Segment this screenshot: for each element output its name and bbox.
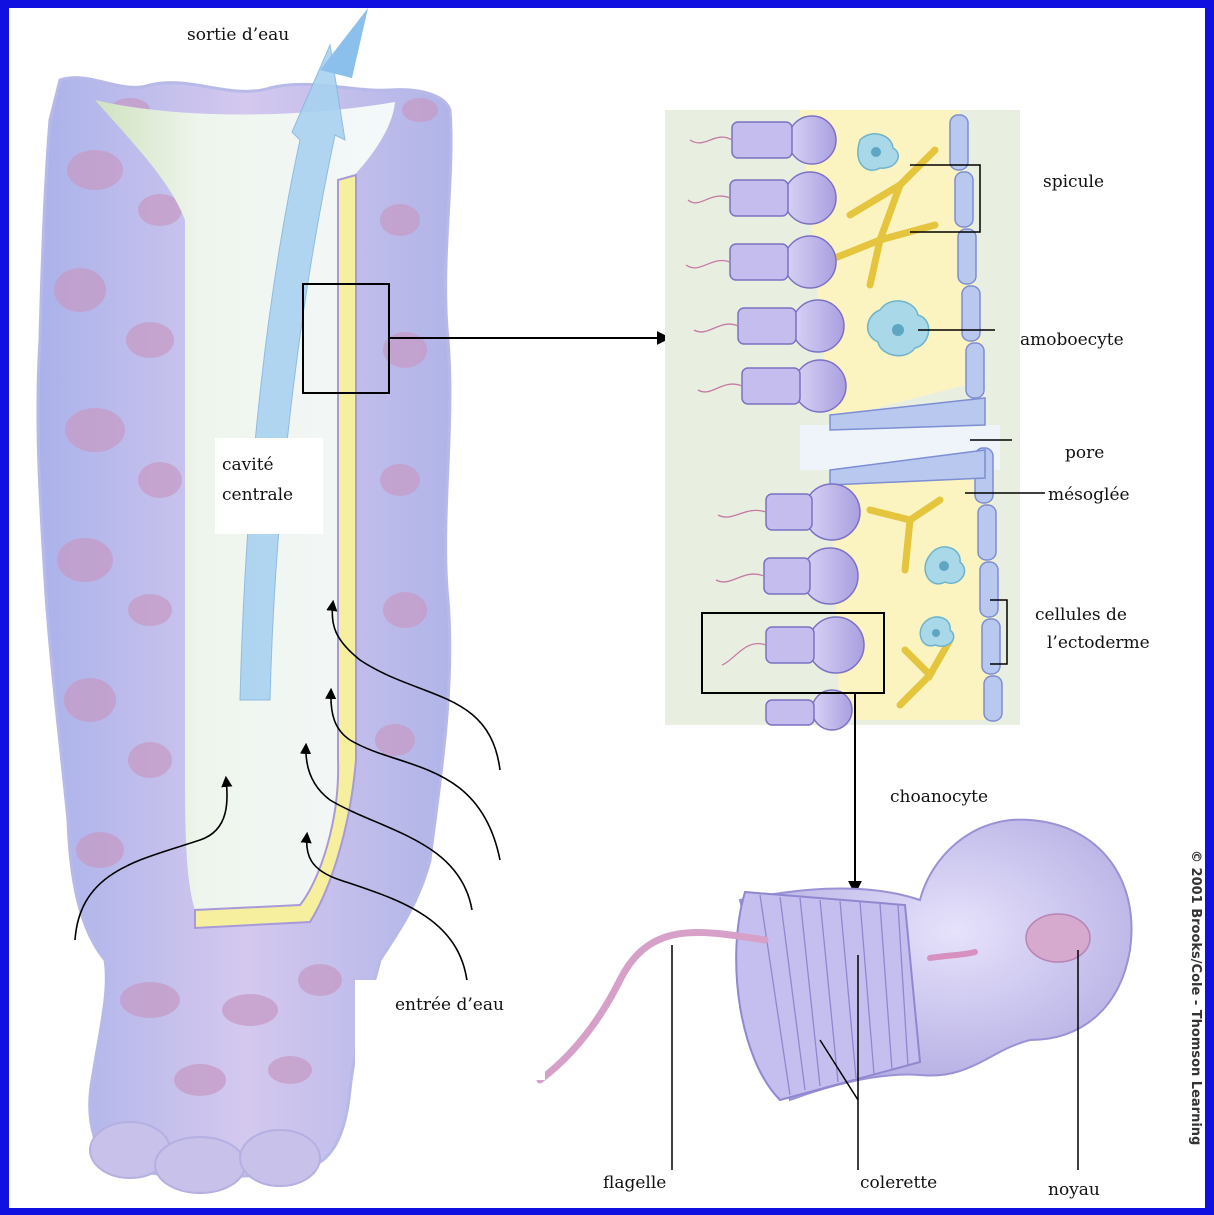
label-amoebocyte: amoboecyte xyxy=(1020,330,1124,350)
choanocyte-enlarged xyxy=(540,820,1132,1100)
flagellum xyxy=(540,932,765,1080)
label-spicule: spicule xyxy=(1043,172,1104,192)
sponge-diagram: sortie d’eau cavité centrale entrée d’ea… xyxy=(9,8,1205,1208)
label-nucleus: noyau xyxy=(1048,1180,1100,1200)
label-cavity-2: centrale xyxy=(222,485,293,505)
water-out-arrowhead xyxy=(320,8,368,78)
label-cavity-1: cavité xyxy=(222,455,274,475)
label-water-in: entrée d’eau xyxy=(395,995,504,1015)
label-ectoderm-1: cellules de xyxy=(1035,605,1127,625)
label-collar: colerette xyxy=(860,1173,937,1193)
label-pore: pore xyxy=(1065,443,1104,463)
cell-detail-panel xyxy=(665,110,1020,730)
label-mesoglea: mésoglée xyxy=(1048,485,1130,505)
nucleus xyxy=(1026,914,1090,962)
label-choanocyte: choanocyte xyxy=(890,787,988,807)
diagram-canvas: sortie d’eau cavité centrale entrée d’ea… xyxy=(9,8,1205,1208)
copyright-text: © 2001 Brooks/Cole - Thomson Learning xyxy=(1188,850,1203,1145)
label-water-out: sortie d’eau xyxy=(187,25,289,45)
label-flagellum: flagelle xyxy=(603,1173,666,1193)
label-ectoderm-2: l’ectoderme xyxy=(1047,633,1150,653)
